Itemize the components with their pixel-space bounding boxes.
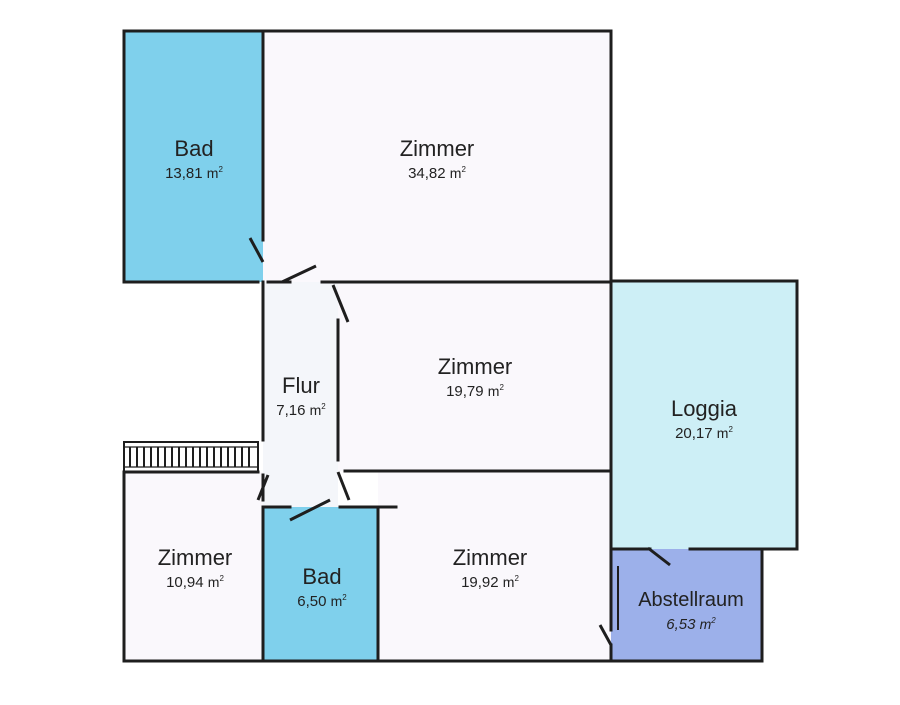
room-label-zimmer-3: Zimmer 10,94 m2 [135, 545, 255, 592]
room-area: 10,94 m2 [166, 574, 224, 592]
room-fill-abstellraum [611, 549, 761, 661]
room-label-zimmer-4: Zimmer 19,92 m2 [430, 545, 550, 592]
room-name: Bad [174, 136, 214, 161]
railing-hatch-bars [129, 447, 250, 467]
room-name: Zimmer [399, 136, 475, 161]
room-fill-zimmer-1 [263, 30, 611, 282]
room-fill-bad-1 [124, 32, 263, 282]
room-fill-zimmer-3 [124, 472, 263, 661]
room-fill-zimmer-2 [338, 282, 611, 471]
room-name: Zimmer [452, 545, 528, 570]
room-area: 6,53 m2 [666, 616, 716, 633]
room-name: Abstellraum [638, 589, 744, 611]
room-name: Loggia [670, 396, 738, 421]
door-leaves [248, 237, 671, 646]
room-area: 6,50 m2 [297, 593, 347, 611]
room-name: Zimmer [437, 354, 513, 379]
room-label-loggia: Loggia 20,17 m2 [654, 396, 754, 443]
room-label-bad-2: Bad 6,50 m2 [272, 564, 372, 611]
room-name: Zimmer [157, 545, 233, 570]
room-label-abstellraum: Abstellraum 6,53 m2 [616, 589, 766, 633]
room-area: 19,92 m2 [461, 574, 519, 592]
room-label-zimmer-2: Zimmer 19,79 m2 [415, 354, 535, 401]
walls [122, 29, 799, 663]
room-label-bad-1: Bad 13,81 m2 [144, 136, 244, 183]
room-area: 13,81 m2 [165, 165, 223, 183]
room-area: 19,79 m2 [446, 383, 504, 401]
room-fill-bad-2 [263, 507, 378, 661]
room-label-zimmer-1: Zimmer 34,82 m2 [377, 136, 497, 183]
room-area: 7,16 m2 [276, 402, 326, 420]
room-area: 34,82 m2 [408, 165, 466, 183]
room-fill-zimmer-4 [378, 471, 611, 661]
room-area: 20,17 m2 [675, 425, 733, 443]
room-fill-flur [263, 282, 338, 507]
room-name: Flur [282, 373, 320, 398]
room-label-flur: Flur 7,16 m2 [262, 373, 340, 420]
room-name: Bad [302, 564, 342, 589]
room-fill-loggia [611, 282, 797, 549]
